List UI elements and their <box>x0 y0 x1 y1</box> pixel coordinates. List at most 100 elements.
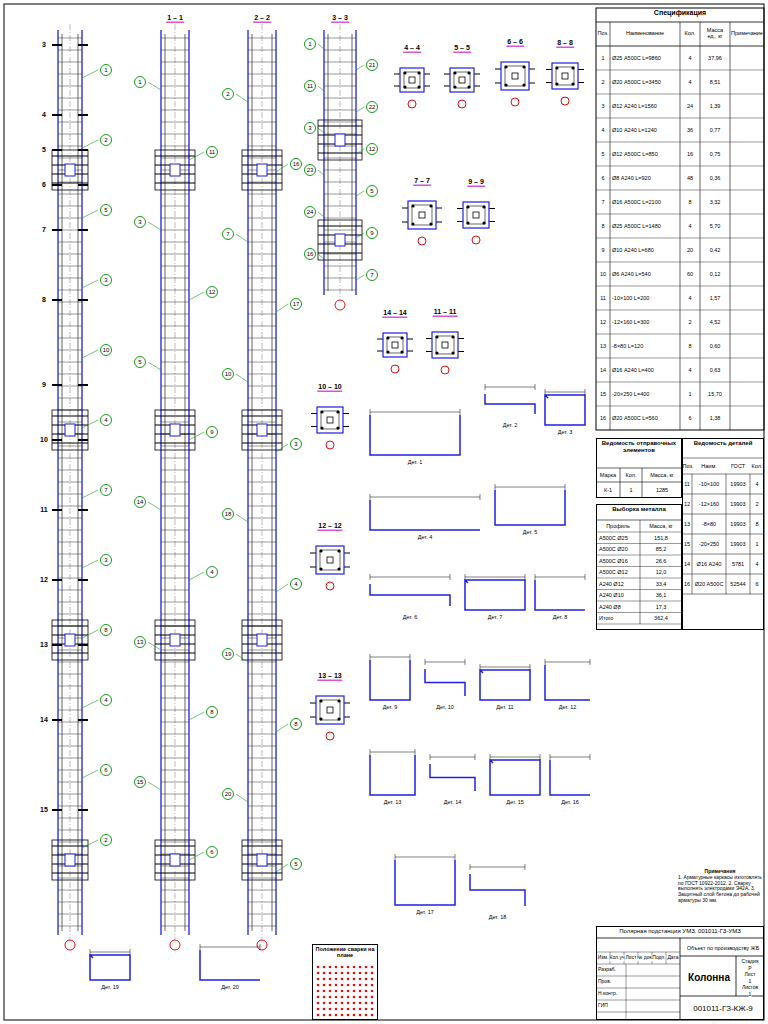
stirrup <box>248 902 276 903</box>
title-block: Полярная подстанция УМЗ. 001011-ГЗ-УМЗОб… <box>596 926 764 1020</box>
weld-point <box>359 1002 362 1005</box>
stirrup <box>58 278 82 279</box>
stirrup <box>248 158 276 159</box>
table-cell: Ø10 А240 L=680 <box>612 247 654 253</box>
cut-mark: 5 <box>42 146 46 154</box>
rebar-dot <box>400 336 403 339</box>
stirrup <box>58 446 82 447</box>
weld-point <box>347 1002 350 1005</box>
section-title: 12 – 12 <box>317 522 342 531</box>
anchor-bar <box>155 845 195 846</box>
stirrup <box>58 494 82 495</box>
stirrup <box>324 74 356 75</box>
table-line <box>596 612 682 613</box>
stirrup-section <box>387 337 403 353</box>
stirrup <box>58 362 82 363</box>
dimension-line <box>200 947 260 948</box>
axis-marker <box>335 300 345 310</box>
stirrup <box>58 902 82 903</box>
rebar-dot <box>403 71 406 74</box>
weld-point <box>323 978 326 981</box>
dimension-tick <box>590 659 591 665</box>
anchor-bar <box>242 182 282 183</box>
weld-point <box>347 966 350 969</box>
rebar-dot <box>336 426 339 429</box>
dimension-line <box>90 952 130 953</box>
cut-mark: 7 <box>42 226 46 234</box>
stirrup <box>161 350 189 351</box>
rebar-dot <box>429 204 432 207</box>
section-title: 3 – 3 <box>331 14 349 23</box>
dimension-tick <box>485 384 486 390</box>
dimension-line <box>470 867 525 868</box>
anchor-plate <box>257 854 267 866</box>
weld-point <box>365 972 368 975</box>
table-cell: 1 <box>755 541 758 547</box>
stirrup <box>161 566 189 567</box>
table-cell: 5,70 <box>710 223 721 229</box>
title-cell: 001011-ГЗ-КЖ-9 <box>681 998 765 1020</box>
anchor-bar <box>242 442 282 443</box>
callout-number: 3 <box>304 122 316 134</box>
table-line <box>596 601 682 602</box>
rebar-dot <box>337 549 340 552</box>
title-line <box>736 956 737 996</box>
rebar-detail <box>425 669 465 696</box>
dimension-line <box>425 662 465 663</box>
weld-point <box>323 966 326 969</box>
cut-line <box>52 229 62 231</box>
axis-marker <box>511 98 519 106</box>
table-cell: ГОСТ <box>731 463 745 469</box>
rebar-dot <box>555 66 558 69</box>
anchor-section <box>562 73 568 79</box>
table-cell: Наим. <box>701 463 716 469</box>
stirrup <box>58 842 82 843</box>
stirrup <box>58 674 82 675</box>
rebar-dot <box>522 65 525 68</box>
table-cell: Ø16 А240 <box>697 561 722 567</box>
detail-label: Дет. 18 <box>488 914 508 920</box>
stirrup <box>324 254 356 255</box>
leader-line <box>189 572 204 580</box>
anchor-bar <box>318 125 362 126</box>
stirrup <box>248 314 276 315</box>
stirrup <box>248 290 276 291</box>
table-cell: 3 <box>601 103 604 109</box>
leader-line <box>318 254 324 259</box>
table-cell: 2 <box>601 79 604 85</box>
callout-number: 3 <box>134 216 146 228</box>
detail-label: Дет. 9 <box>382 704 399 710</box>
stirrup <box>58 302 82 303</box>
stirrup <box>58 758 82 759</box>
stirrup <box>161 758 189 759</box>
leader-line <box>82 560 98 568</box>
embedded-part <box>52 410 88 450</box>
section-title: 6 – 6 <box>506 38 524 47</box>
stirrup <box>324 218 356 219</box>
embedded-part <box>242 620 282 660</box>
weld-point <box>371 1014 374 1017</box>
node-heading: Ведомость деталей <box>685 440 761 447</box>
stirrup <box>58 350 82 351</box>
table-cell: -10×100 L=200 <box>612 295 649 301</box>
stirrup <box>58 554 82 555</box>
weld-point <box>317 984 320 987</box>
table-cell: 4 <box>601 127 604 133</box>
weld-point <box>341 990 344 993</box>
column-edge <box>247 30 248 935</box>
stirrup <box>324 86 356 87</box>
section-outline <box>317 407 343 433</box>
embedded-part <box>318 220 362 260</box>
stirrup <box>58 338 82 339</box>
table-cell: Кол. <box>681 31 699 37</box>
callout-number: 5 <box>366 185 378 197</box>
anchor-section <box>409 77 415 83</box>
weld-point <box>371 984 374 987</box>
table-cell: Масса, кг <box>650 472 674 478</box>
dimension-tick <box>545 389 546 395</box>
axis-marker <box>391 365 399 373</box>
stirrup <box>161 698 189 699</box>
table-line <box>692 474 693 594</box>
table-cell: 17,3 <box>656 604 667 610</box>
section-title: 2 – 2 <box>253 14 271 23</box>
